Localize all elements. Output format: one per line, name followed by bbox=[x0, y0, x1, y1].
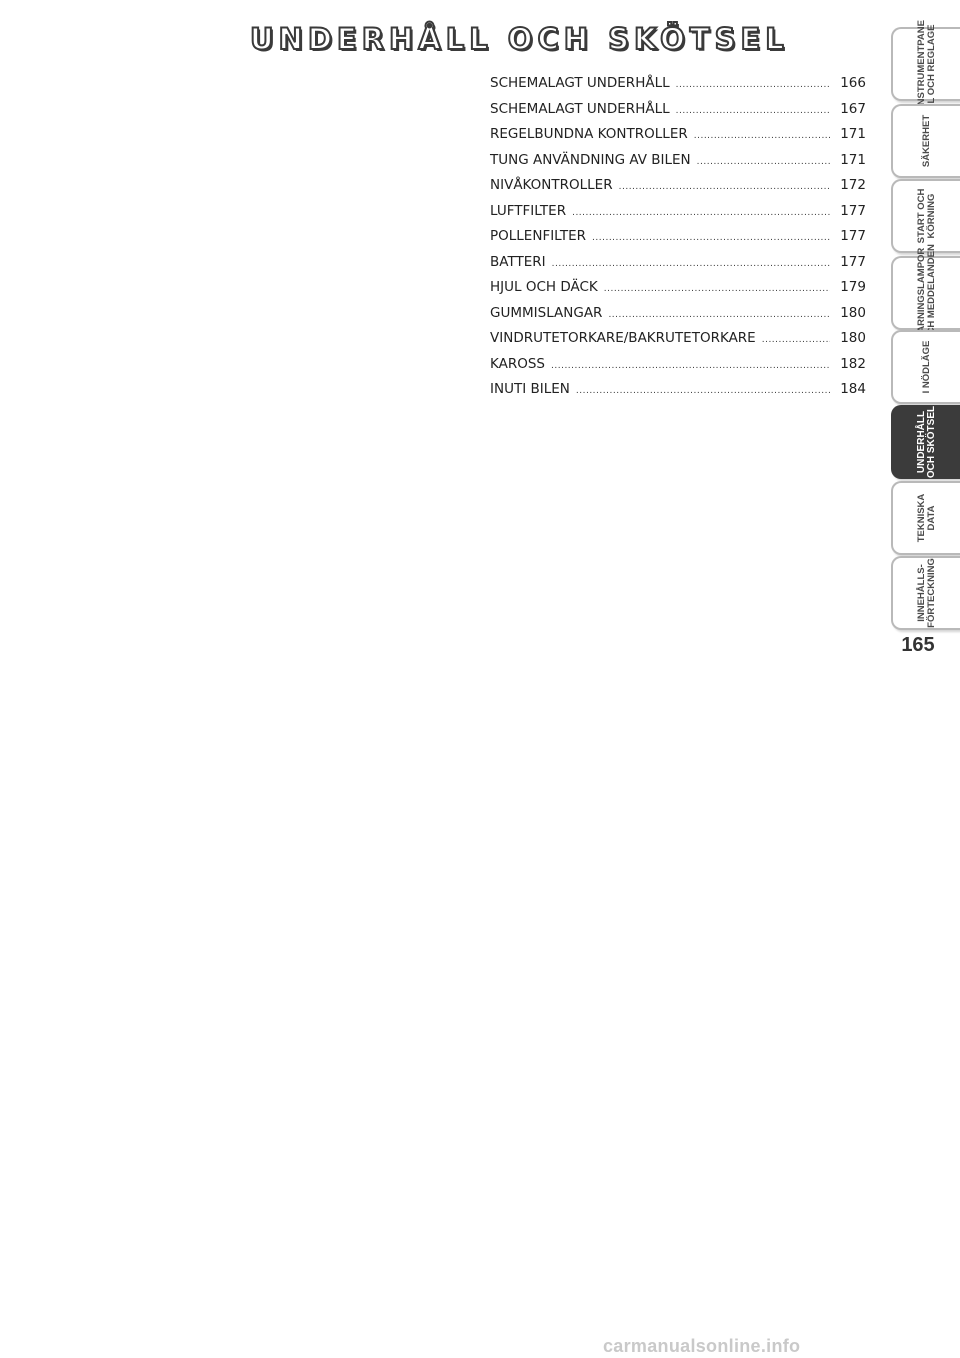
toc-leader-dots bbox=[619, 182, 830, 192]
toc-entry[interactable]: NIVÅKONTROLLER 172 bbox=[490, 177, 866, 203]
toc-leader-dots bbox=[552, 259, 830, 269]
toc-leader-dots bbox=[604, 284, 830, 294]
table-of-contents: SCHEMALAGT UNDERHÅLL 166 SCHEMALAGT UNDER… bbox=[490, 75, 866, 407]
toc-entry-label: INUTI BILEN bbox=[490, 381, 570, 397]
toc-entry-page: 171 bbox=[840, 151, 866, 168]
toc-leader-dots bbox=[551, 361, 830, 371]
toc-leader-dots bbox=[676, 80, 830, 90]
toc-entry-label: LUFTFILTER bbox=[490, 202, 567, 219]
toc-entry-label: KAROSS bbox=[490, 355, 545, 372]
page-number: 165 bbox=[901, 634, 935, 656]
toc-entry-page: 184 bbox=[840, 381, 866, 397]
toc-entry-page: 179 bbox=[840, 279, 866, 295]
tab-label: INNEHÅLLS-FÖRTECKNING bbox=[915, 558, 937, 628]
toc-leader-dots bbox=[676, 106, 830, 116]
toc-entry-page: 171 bbox=[840, 126, 866, 142]
toc-leader-dots bbox=[572, 208, 830, 218]
toc-entry-label: SCHEMALAGT UNDERHÅLL bbox=[490, 100, 670, 117]
toc-leader-dots bbox=[608, 310, 830, 320]
toc-entry-page: 177 bbox=[840, 202, 866, 219]
toc-entry[interactable]: BATTERI 177 bbox=[490, 254, 866, 280]
toc-entry-page: 182 bbox=[840, 355, 866, 372]
toc-entry[interactable]: SCHEMALAGT UNDERHÅLL 167 bbox=[490, 101, 866, 127]
toc-entry[interactable]: KAROSS 182 bbox=[490, 356, 866, 382]
toc-entry[interactable]: TUNG ANVÄNDNING AV BILEN 171 bbox=[490, 152, 866, 178]
watermark-footer: carmanualsonline.info bbox=[603, 1336, 801, 1356]
toc-leader-dots bbox=[576, 386, 830, 396]
toc-leader-dots bbox=[762, 335, 830, 345]
toc-entry[interactable]: SCHEMALAGT UNDERHÅLL 166 bbox=[490, 75, 866, 101]
tab-innehallsforteckning[interactable]: INNEHÅLLS-FÖRTECKNING bbox=[891, 556, 960, 630]
toc-entry-label: SCHEMALAGT UNDERHÅLL bbox=[490, 75, 670, 91]
toc-entry[interactable]: LUFTFILTER 177 bbox=[490, 203, 866, 229]
toc-entry[interactable]: POLLENFILTER 177 bbox=[490, 228, 866, 254]
toc-entry-page: 180 bbox=[840, 304, 866, 321]
tab-i-nodlage[interactable]: I NÖDLÄGE bbox=[891, 330, 960, 404]
toc-entry-page: 172 bbox=[840, 177, 866, 193]
toc-entry[interactable]: GUMMISLANGAR 180 bbox=[490, 305, 866, 331]
toc-entry-label: HJUL OCH DÄCK bbox=[490, 279, 598, 295]
toc-entry[interactable]: REGELBUNDNA KONTROLLER 171 bbox=[490, 126, 866, 152]
toc-entry-page: 167 bbox=[840, 100, 866, 117]
toc-entry-label: BATTERI bbox=[490, 253, 546, 270]
toc-entry-label: NIVÅKONTROLLER bbox=[490, 177, 613, 193]
toc-entry-page: 177 bbox=[840, 228, 866, 244]
toc-leader-dots bbox=[697, 157, 830, 167]
toc-leader-dots bbox=[694, 131, 830, 141]
toc-entry[interactable]: HJUL OCH DÄCK 179 bbox=[490, 279, 866, 305]
toc-entry-page: 177 bbox=[840, 253, 866, 270]
tab-sakerhet[interactable]: SÄKERHET bbox=[891, 104, 960, 178]
toc-entry-label: TUNG ANVÄNDNING AV BILEN bbox=[490, 151, 691, 168]
toc-entry-page: 180 bbox=[840, 330, 866, 346]
toc-entry-label: POLLENFILTER bbox=[490, 228, 587, 244]
toc-entry[interactable]: VINDRUTETORKARE/BAKRUTETORKARE 180 bbox=[490, 330, 866, 356]
toc-entry-label: REGELBUNDNA KONTROLLER bbox=[490, 126, 688, 142]
page-title: UNDERHÅLL OCH SKÖTSEL bbox=[249, 21, 789, 57]
toc-entry[interactable]: INUTI BILEN 184 bbox=[490, 381, 866, 407]
toc-entry-page: 166 bbox=[840, 75, 866, 91]
tab-label: I NÖDLÄGE bbox=[920, 340, 932, 394]
toc-entry-label: VINDRUTETORKARE/BAKRUTETORKARE bbox=[490, 330, 756, 346]
toc-entry-label: GUMMISLANGAR bbox=[490, 304, 603, 321]
tab-label: SÄKERHET bbox=[920, 114, 932, 168]
toc-leader-dots bbox=[592, 233, 830, 243]
